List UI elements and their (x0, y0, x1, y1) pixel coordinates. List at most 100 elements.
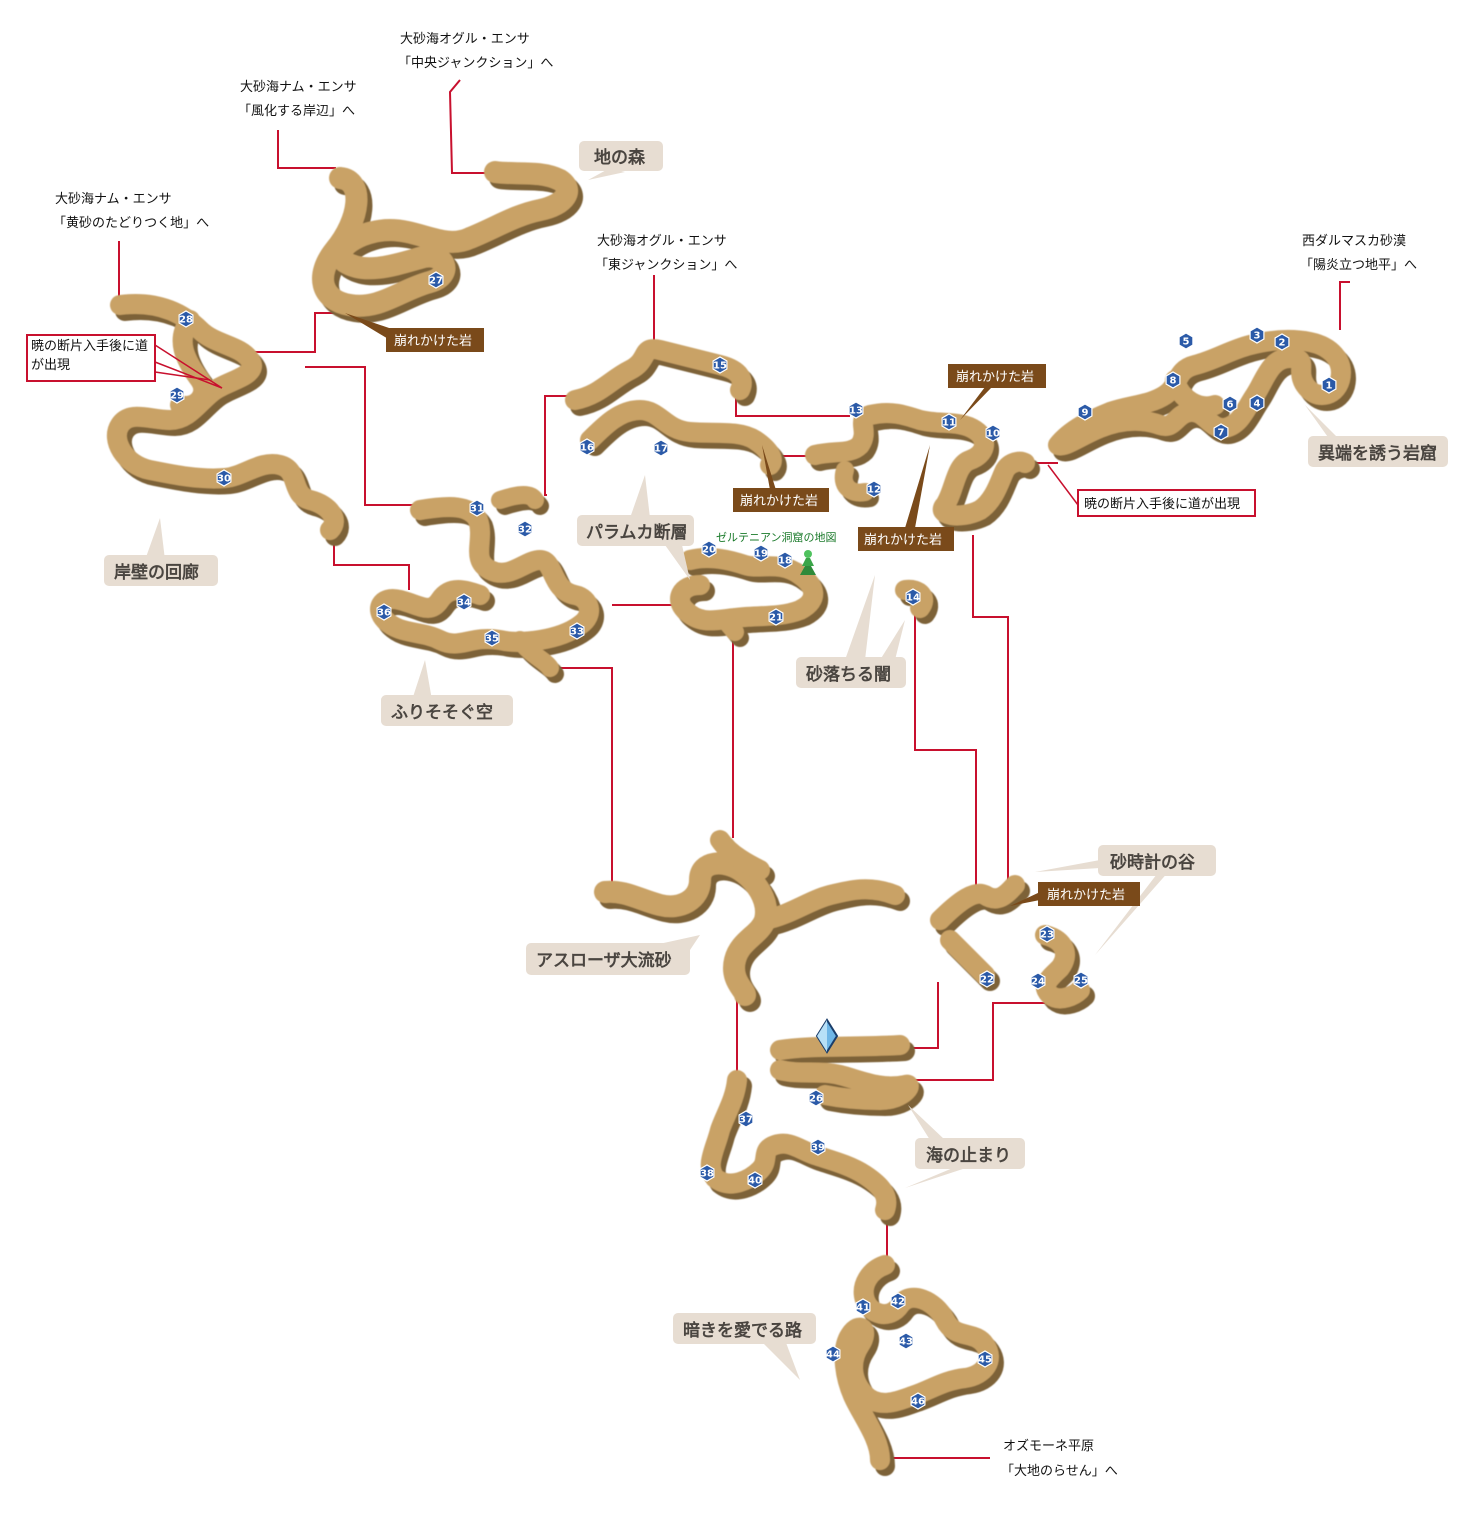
marker-number: 46 (911, 1397, 925, 1408)
treasure-marker-3: 3 (1249, 326, 1265, 344)
treasure-marker-16: 16 (579, 438, 595, 456)
marker-badge (1321, 376, 1337, 394)
marker-badge (738, 1110, 754, 1128)
marker-number: 43 (899, 1337, 913, 1348)
marker-number: 6 (1227, 400, 1234, 411)
treasure-marker-12: 12 (866, 480, 882, 498)
marker-number: 24 (1031, 977, 1045, 988)
marker-badge (1073, 971, 1089, 989)
cave-map-label: ゼルテニアン洞窟の地図 (716, 530, 837, 544)
area-label-paramuka: パラムカ断層 (577, 475, 694, 580)
marker-number: 27 (429, 276, 443, 287)
marker-badge (469, 499, 485, 517)
marker-number: 29 (170, 391, 184, 402)
marker-number: 4 (1254, 399, 1261, 410)
area-name: 海の止まり (926, 1145, 1011, 1166)
treasure-marker-33: 33 (569, 622, 585, 640)
treasure-marker-18: 18 (777, 551, 793, 569)
marker-number: 8 (1170, 376, 1177, 387)
marker-number: 42 (891, 1297, 905, 1308)
exit-label: 「大地のらせん」へ (1001, 1464, 1118, 1479)
marker-number: 20 (702, 545, 716, 556)
route-lines (118, 79, 1350, 1459)
marker-badge (1030, 972, 1046, 990)
treasure-marker-29: 29 (169, 386, 185, 404)
treasure-marker-22: 22 (979, 970, 995, 988)
exit-label: 大砂海オグル・エンサ (597, 234, 727, 249)
area-name: 暗きを愛でる路 (683, 1320, 803, 1341)
area-label-kuraki: 暗きを愛でる路 (673, 1313, 816, 1380)
treasure-marker-23: 23 (1039, 925, 1055, 943)
exit-label: 「中央ジャンクション」へ (398, 56, 553, 71)
marker-number: 41 (856, 1303, 870, 1314)
marker-number: 7 (1218, 428, 1225, 439)
area-name: 砂時計の谷 (1110, 852, 1196, 873)
marker-number: 44 (826, 1350, 840, 1361)
marker-number: 32 (518, 525, 532, 536)
marker-number: 21 (769, 613, 783, 624)
marker-badge (699, 1164, 715, 1182)
treasure-marker-39: 39 (810, 1138, 826, 1156)
treasure-marker-8: 8 (1165, 371, 1181, 389)
svg-text:崩れかけた岩: 崩れかけた岩 (1047, 888, 1125, 903)
marker-number: 36 (377, 608, 391, 619)
dawn-note-text: 暁の断片入手後に道が出現 (1084, 497, 1240, 512)
marker-badge (977, 1350, 993, 1368)
cave-map-item: ゼルテニアン洞窟の地図 (716, 530, 837, 575)
marker-badge (1077, 403, 1093, 421)
marker-badge (701, 540, 717, 558)
marker-number: 19 (754, 549, 768, 560)
marker-number: 12 (867, 485, 881, 496)
treasure-marker-2: 2 (1274, 333, 1290, 351)
crumbling-rock-label: 崩れかけた岩 (733, 445, 829, 512)
crumbling-rock-label: 崩れかけた岩 (948, 364, 1046, 420)
marker-badge (777, 551, 793, 569)
marker-badge (1039, 925, 1055, 943)
treasure-marker-25: 25 (1073, 971, 1089, 989)
treasure-marker-6: 6 (1222, 395, 1238, 413)
marker-number: 15 (713, 361, 727, 372)
treasure-marker-36: 36 (376, 603, 392, 621)
area-name: パラムカ断層 (586, 522, 688, 543)
area-name: 岸壁の回廊 (114, 562, 199, 583)
marker-number: 16 (580, 443, 594, 454)
marker-badge (169, 386, 185, 404)
treasure-marker-40: 40 (747, 1171, 763, 1189)
crumbling-rock-label: 崩れかけた岩 (1010, 882, 1140, 906)
exit-label: オズモーネ平原 (1003, 1438, 1094, 1454)
marker-badge (1274, 333, 1290, 351)
marker-number: 13 (849, 406, 863, 417)
marker-badge (1249, 394, 1265, 412)
exit-label: 「黄砂のたどりつく地」へ (53, 216, 209, 231)
marker-number: 33 (570, 627, 584, 638)
dawn-note-west: 暁の断片入手後に道が出現 (26, 334, 223, 389)
exit-labels: 大砂海オグル・エンサ 「中央ジャンクション」へ 大砂海ナム・エンサ 「風化する岸… (53, 32, 1417, 1479)
marker-badge (1249, 326, 1265, 344)
marker-badge (890, 1292, 906, 1310)
svg-text:崩れかけた岩: 崩れかけた岩 (394, 334, 472, 349)
treasure-marker-42: 42 (890, 1292, 906, 1310)
marker-badge (428, 271, 444, 289)
marker-badge (810, 1138, 826, 1156)
treasure-marker-26: 26 (808, 1089, 824, 1107)
marker-number: 1 (1326, 381, 1333, 392)
marker-number: 34 (457, 598, 471, 609)
marker-badge (808, 1089, 824, 1107)
treasure-marker-46: 46 (910, 1392, 926, 1410)
marker-badge (1165, 371, 1181, 389)
exit-label: 大砂海ナム・エンサ (55, 192, 172, 207)
exit-label: 大砂海オグル・エンサ (400, 32, 530, 47)
treasure-marker-13: 13 (848, 401, 864, 419)
treasure-marker-38: 38 (699, 1164, 715, 1182)
treasure-marker-37: 37 (738, 1110, 754, 1128)
treasure-marker-7: 7 (1213, 423, 1229, 441)
marker-badge (898, 1332, 914, 1350)
marker-number: 22 (980, 975, 994, 986)
marker-badge (216, 469, 232, 487)
treasure-marker-4: 4 (1249, 394, 1265, 412)
exit-label: 大砂海ナム・エンサ (240, 80, 357, 95)
marker-badge (1213, 423, 1229, 441)
treasure-marker-44: 44 (825, 1345, 841, 1363)
marker-badge (747, 1171, 763, 1189)
rock-labels: 崩れかけた岩 崩れかけた岩 崩れかけた岩 崩れかけた岩 崩れかけた岩 (345, 313, 1140, 906)
